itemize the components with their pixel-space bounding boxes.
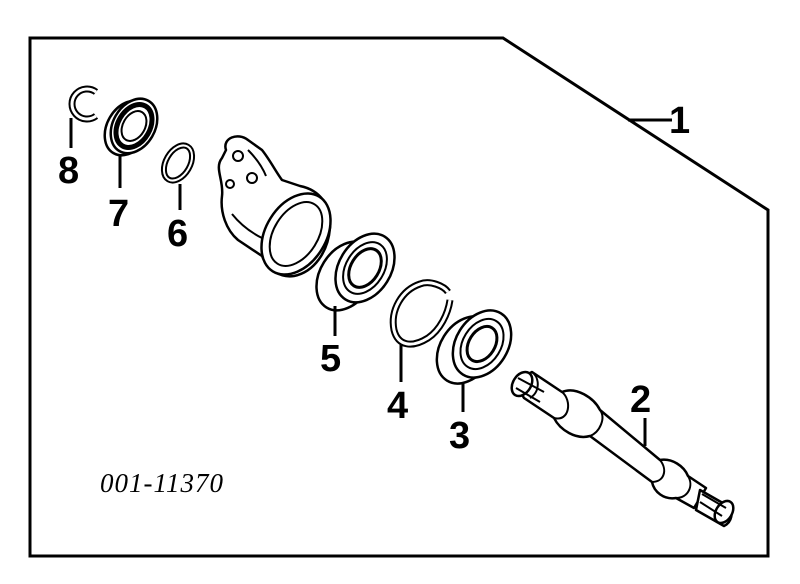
part-reference-code: 001-11370: [100, 468, 224, 498]
snap-ring-8: 8: [58, 85, 99, 192]
callout-label-4: 4: [387, 385, 408, 427]
bearing-5: 5: [315, 232, 396, 380]
intermediate-shaft-2: 2: [510, 370, 735, 528]
snap-ring-6: 6: [160, 142, 196, 255]
bearing-3: 3: [435, 309, 513, 457]
callout-label-8: 8: [58, 150, 79, 192]
snap-ring-4: 4: [387, 279, 454, 427]
bearing-bracket: [217, 135, 332, 278]
callout-label-3: 3: [449, 415, 470, 457]
callout-label-7: 7: [108, 193, 129, 235]
callout-1: 1: [628, 100, 690, 142]
oil-seal-7: 7: [103, 97, 159, 235]
callout-label-5: 5: [320, 338, 341, 380]
callout-label-1: 1: [669, 100, 690, 142]
callout-label-2: 2: [630, 379, 651, 421]
callout-label-6: 6: [167, 213, 188, 255]
diagram-frame: [28, 36, 770, 558]
